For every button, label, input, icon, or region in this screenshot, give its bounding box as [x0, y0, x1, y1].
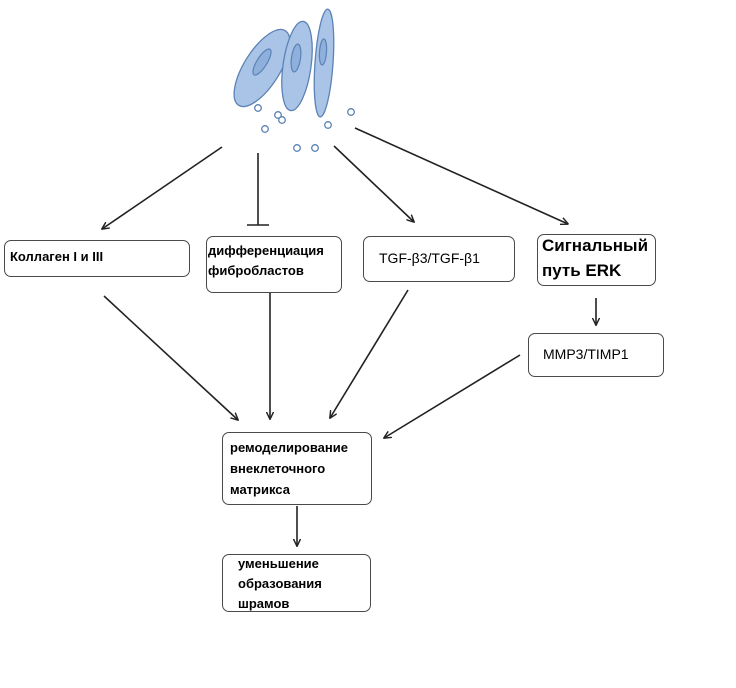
- erk-label-line2: путь ERK: [542, 261, 622, 280]
- erk-box: [537, 234, 656, 286]
- differentiation-label-line1: дифференциация: [208, 243, 324, 258]
- arrow-tgf-to-remodeling: [330, 289, 409, 418]
- cell-nucleus: [290, 43, 302, 73]
- vesicle: [324, 121, 332, 129]
- mmp-box: [528, 333, 664, 377]
- remodeling-label-line3: матрикса: [230, 482, 290, 497]
- cell-nucleus: [318, 38, 328, 66]
- collagen-box: [4, 240, 190, 277]
- collagen-label: Коллаген I и III: [10, 249, 104, 264]
- vesicle: [274, 111, 282, 119]
- scar-box: [222, 554, 371, 612]
- scar-label-line3: шрамов: [238, 596, 290, 611]
- mmp-label: MMP3/TIMP1: [543, 346, 629, 362]
- vesicle: [254, 104, 262, 112]
- differentiation-box: [206, 236, 342, 293]
- arrow-to-erk: [354, 127, 568, 224]
- differentiation-label-line2: фибробластов: [208, 263, 304, 278]
- remodeling-box: [222, 432, 372, 505]
- vesicle: [293, 144, 301, 152]
- remodeling-label-line1: ремоделирование: [230, 440, 348, 455]
- scar-label-line1: уменьшение: [238, 556, 319, 571]
- tgf-label: TGF-β3/TGF-β1: [379, 250, 480, 266]
- vesicle: [311, 144, 319, 152]
- vesicle: [347, 108, 355, 116]
- arrow-mmp-to-remodeling: [384, 354, 521, 438]
- remodeling-label-line2: внеклеточного: [230, 461, 326, 476]
- tgf-box: [363, 236, 515, 282]
- vesicle: [278, 116, 286, 124]
- vesicle: [261, 125, 269, 133]
- vesicles: [254, 104, 355, 152]
- cells-illustration: [233, 8, 355, 152]
- arrow-collagen-to-remodeling: [103, 295, 238, 420]
- arrow-to-tgf: [333, 145, 414, 222]
- erk-label-line1: Сигнальный: [542, 236, 649, 255]
- cell-nucleus: [252, 48, 272, 76]
- arrow-to-collagen: [102, 146, 223, 229]
- scar-label-line2: образования: [238, 576, 322, 591]
